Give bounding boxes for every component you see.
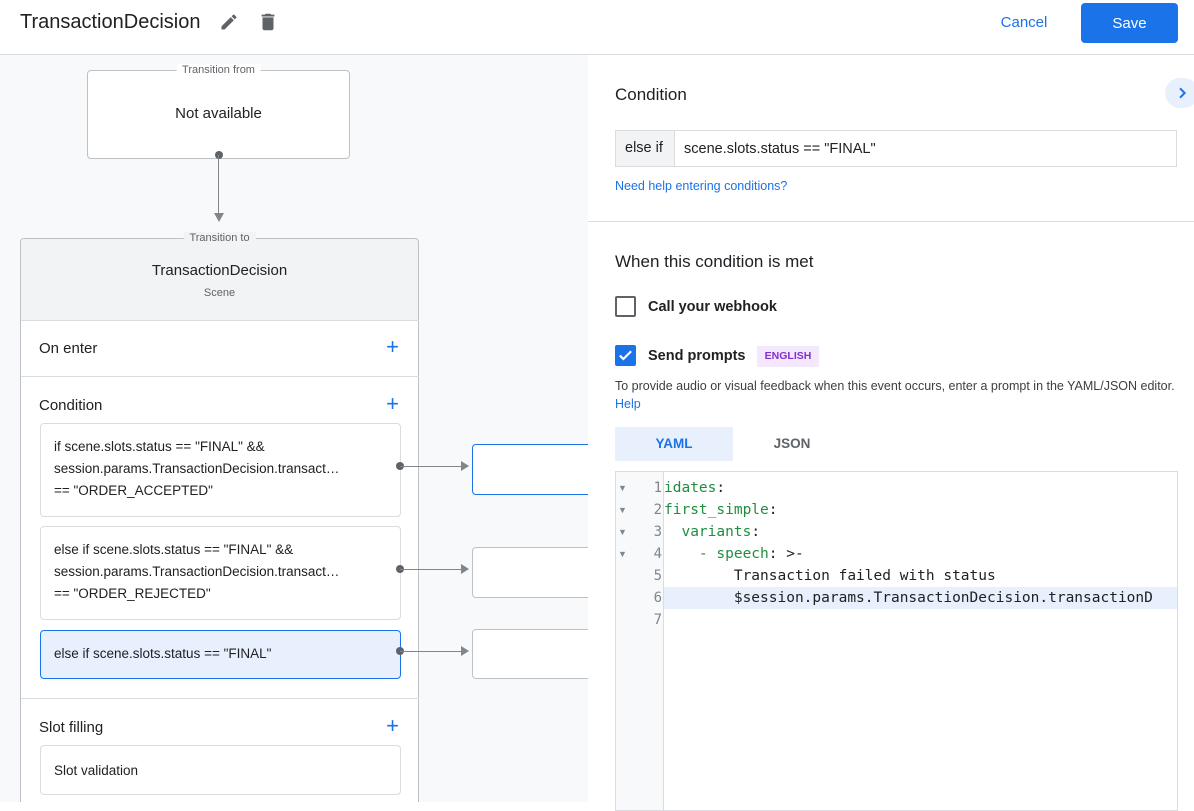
slot-validation-label: Slot validation <box>54 763 139 778</box>
condition-text: else if scene.slots.status == "FINAL" <box>54 646 272 661</box>
line-number: 4 <box>653 546 662 562</box>
edit-icon[interactable] <box>219 12 239 32</box>
line-number: 6 <box>653 590 662 606</box>
prompts-checkbox[interactable] <box>615 345 636 366</box>
transition-target-box[interactable] <box>472 547 588 598</box>
transition-from-label: Transition from <box>176 64 261 76</box>
delete-icon[interactable] <box>257 11 279 33</box>
condition-item[interactable]: if scene.slots.status == "FINAL" && sess… <box>40 423 401 517</box>
transition-from-value: Not available <box>175 105 262 122</box>
on-enter-label: On enter <box>39 340 98 357</box>
transition-from-card: Transition from Not available <box>87 64 350 159</box>
tab-yaml[interactable]: YAML <box>615 427 733 461</box>
fold-icon[interactable]: ▼ <box>618 505 627 515</box>
chevron-right-icon <box>1179 87 1187 99</box>
help-conditions-link[interactable]: Need help entering conditions? <box>615 179 788 193</box>
arrow-icon <box>461 564 469 574</box>
line-number: 1 <box>653 480 662 496</box>
header: TransactionDecision Cancel Save <box>0 0 1194 55</box>
editor-gutter <box>616 472 664 810</box>
code-token: Transaction failed with status <box>664 568 996 584</box>
code-token: idates <box>664 480 717 496</box>
transition-target-box[interactable] <box>472 629 588 679</box>
add-condition-icon[interactable]: + <box>386 391 399 416</box>
code-line: - speech: >- <box>664 543 804 565</box>
flow-canvas: Transition from Not available Transition… <box>0 55 588 802</box>
scene-card: Transition to TransactionDecision Scene … <box>20 232 419 802</box>
fold-icon[interactable]: ▼ <box>618 549 627 559</box>
save-button[interactable]: Save <box>1081 3 1178 43</box>
prompts-label: Send prompts <box>648 348 746 364</box>
condition-prefix: else if <box>615 130 675 167</box>
line-number: 7 <box>653 612 662 628</box>
condition-input[interactable]: scene.slots.status == "FINAL" <box>674 130 1177 167</box>
condition-met-heading: When this condition is met <box>615 252 814 271</box>
arrow-icon <box>461 646 469 656</box>
webhook-checkbox[interactable] <box>615 296 636 317</box>
condition-panel: Condition else if scene.slots.status == … <box>588 55 1194 811</box>
condition-text: == "ORDER_ACCEPTED" <box>54 483 213 498</box>
language-badge: ENGLISH <box>757 346 819 367</box>
transition-to-label: Transition to <box>183 232 256 244</box>
scene-header: Transition to TransactionDecision Scene <box>21 232 418 320</box>
line-number: 3 <box>653 524 662 540</box>
connector-line <box>400 466 462 467</box>
code-token: - speech <box>664 546 769 562</box>
arrow-icon <box>461 461 469 471</box>
help-link[interactable]: Help <box>615 397 641 411</box>
on-enter-section[interactable]: On enter + <box>21 320 419 376</box>
connector-line <box>218 155 219 215</box>
collapse-panel-button[interactable] <box>1165 78 1194 108</box>
arrow-icon <box>214 213 224 222</box>
condition-heading: Condition <box>615 85 687 104</box>
slot-filling-label: Slot filling <box>39 719 104 736</box>
code-line: first_simple: <box>664 499 778 521</box>
condition-item[interactable]: else if scene.slots.status == "FINAL" &&… <box>40 526 401 620</box>
code-line: $session.params.TransactionDecision.tran… <box>664 587 1153 609</box>
slot-filling-section: Slot filling + Slot validation <box>21 698 419 802</box>
connector-line <box>400 569 462 570</box>
page-title: TransactionDecision <box>20 11 201 33</box>
add-slot-icon[interactable]: + <box>386 713 399 738</box>
code-line: Transaction failed with status <box>664 565 996 587</box>
line-number: 2 <box>653 502 662 518</box>
code-token: $session.params.TransactionDecision.tran… <box>664 590 1153 606</box>
connector-dot <box>215 151 223 159</box>
cancel-button[interactable]: Cancel <box>1000 13 1048 31</box>
condition-section: Condition + if scene.slots.status == "FI… <box>21 376 419 698</box>
connector-line <box>400 651 462 652</box>
fold-icon[interactable]: ▼ <box>618 483 627 493</box>
code-line: variants: <box>664 521 760 543</box>
code-token: : >- <box>768 546 804 562</box>
transition-target-box[interactable] <box>472 444 588 495</box>
tab-json[interactable]: JSON <box>773 436 811 451</box>
code-token: : <box>751 524 761 540</box>
add-on-enter-icon[interactable]: + <box>386 334 399 359</box>
webhook-label: Call your webhook <box>648 299 777 315</box>
condition-text: if scene.slots.status == "FINAL" && <box>54 439 265 454</box>
condition-text: == "ORDER_REJECTED" <box>54 586 211 601</box>
condition-item-selected[interactable]: else if scene.slots.status == "FINAL" <box>40 630 401 679</box>
condition-label: Condition <box>39 397 103 414</box>
code-token: first_simple <box>664 502 769 518</box>
divider <box>588 221 1194 222</box>
condition-text: session.params.TransactionDecision.trans… <box>54 564 340 579</box>
scene-type: Scene <box>203 287 236 299</box>
code-token: variants <box>664 524 752 540</box>
condition-text: session.params.TransactionDecision.trans… <box>54 461 340 476</box>
slot-validation-item[interactable]: Slot validation <box>40 745 401 795</box>
code-token: : <box>768 502 778 518</box>
fold-icon[interactable]: ▼ <box>618 527 627 537</box>
scene-name: TransactionDecision <box>151 262 288 279</box>
code-token: : <box>716 480 726 496</box>
prompt-description: To provide audio or visual feedback when… <box>615 379 1175 393</box>
condition-text: else if scene.slots.status == "FINAL" && <box>54 542 294 557</box>
check-icon <box>619 350 632 361</box>
line-number: 5 <box>653 568 662 584</box>
active-line-highlight <box>664 587 1177 609</box>
code-line: idates: <box>664 477 725 499</box>
